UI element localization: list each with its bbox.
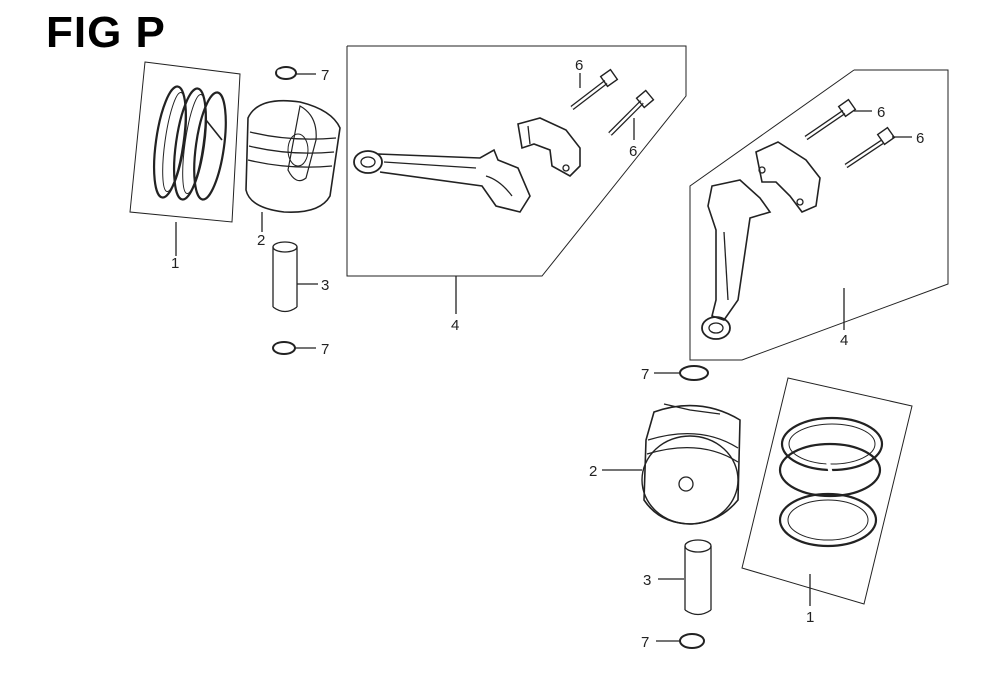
figure-title: FIG P [46, 8, 166, 57]
callout-label: 7 [641, 634, 649, 651]
piston-rings-right[interactable] [741, 377, 913, 605]
callout-label: 4 [840, 332, 848, 349]
callout-label: 2 [257, 232, 265, 249]
piston-pin-right[interactable] [684, 539, 712, 616]
piston-pin-left[interactable] [272, 241, 298, 313]
piston-left[interactable] [245, 99, 341, 213]
callout-label: 2 [589, 463, 597, 480]
callout-label: 6 [575, 57, 583, 74]
callout-label: 7 [641, 366, 649, 383]
callout-label: 3 [643, 572, 651, 589]
pin-clip-right-bottom[interactable] [679, 633, 705, 649]
callout-label: 7 [321, 67, 329, 84]
callout-label: 4 [451, 317, 459, 334]
callout-label: 7 [321, 341, 329, 358]
piston-right[interactable] [641, 403, 741, 525]
piston-rings-left[interactable] [129, 61, 241, 223]
callout-label: 1 [806, 609, 814, 626]
pin-clip-left-top[interactable] [275, 66, 297, 80]
pin-clip-left-bottom[interactable] [272, 341, 296, 355]
pin-clip-right-top[interactable] [679, 365, 709, 381]
callout-label: 3 [321, 277, 329, 294]
callout-label: 6 [916, 130, 924, 147]
callout-label: 1 [171, 255, 179, 272]
connecting-rod-kit-right[interactable] [689, 69, 949, 361]
connecting-rod-kit-left[interactable] [346, 45, 687, 277]
callout-label: 6 [877, 104, 885, 121]
callout-label: 6 [629, 143, 637, 160]
